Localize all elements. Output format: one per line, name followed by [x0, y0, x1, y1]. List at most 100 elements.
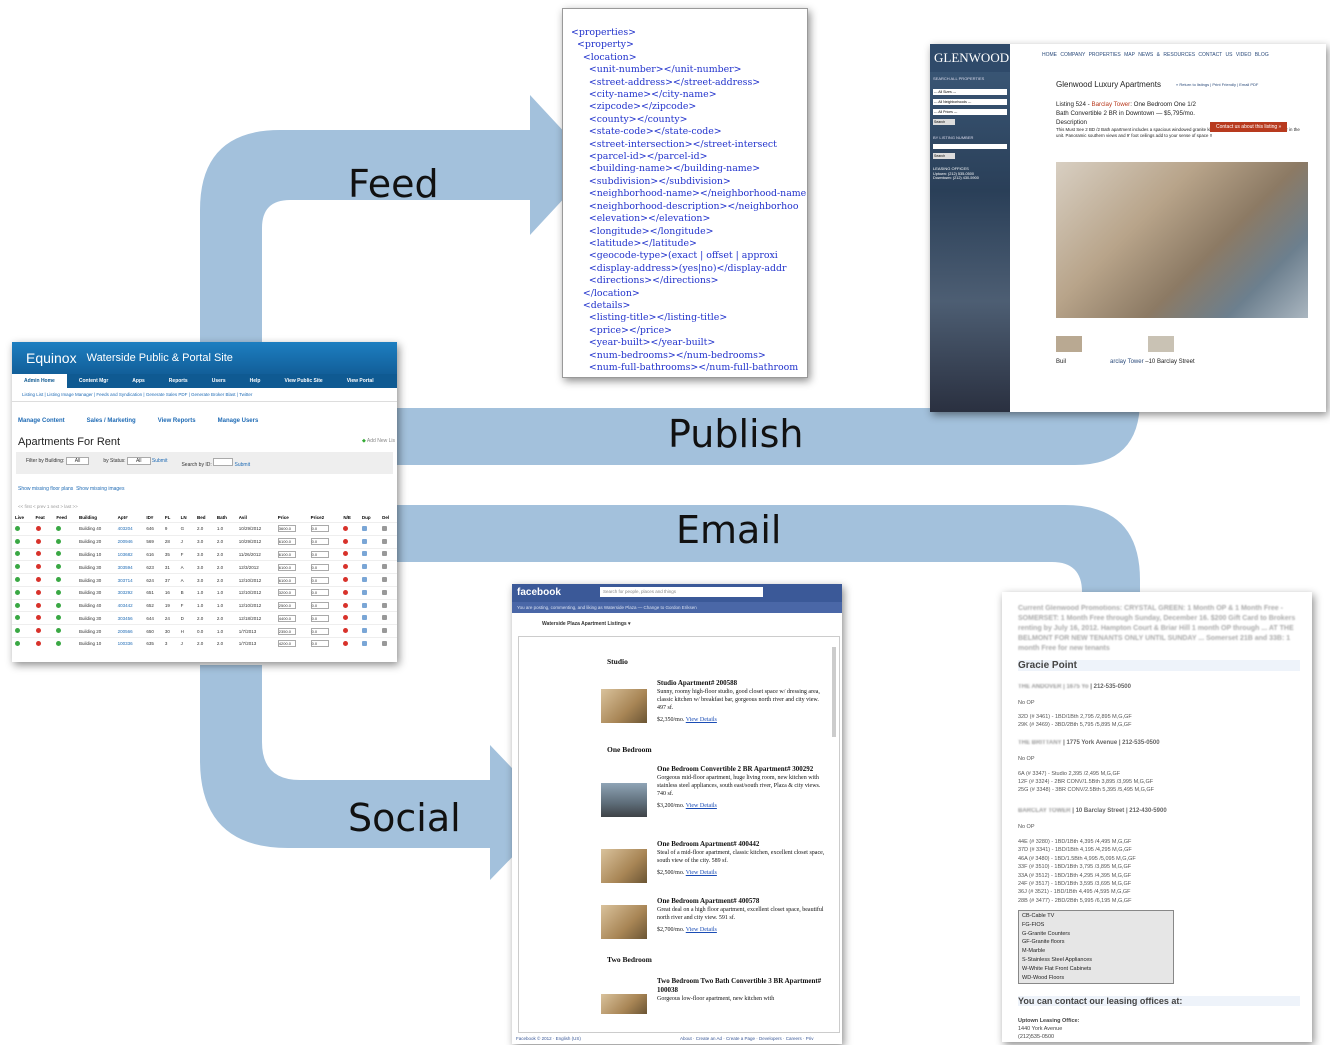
- neighborhoods-select[interactable]: --- All Neighborhoods ---: [933, 99, 1007, 105]
- listing-thumb[interactable]: [601, 994, 647, 1014]
- featured-status-icon[interactable]: [35, 628, 41, 634]
- view-details-link[interactable]: View Details: [685, 870, 717, 876]
- featured-status-icon[interactable]: [35, 640, 41, 646]
- column-header[interactable]: LN: [180, 515, 187, 520]
- feed-status-icon[interactable]: [56, 564, 62, 570]
- unit-link[interactable]: 33F: [1018, 864, 1028, 871]
- prices-select[interactable]: --- All Prices ---: [933, 109, 1007, 115]
- new-exclusive-icon[interactable]: [343, 577, 349, 583]
- apt-number-link[interactable]: 303594: [114, 560, 144, 574]
- live-status-icon[interactable]: [15, 615, 20, 621]
- menu-users[interactable]: Users: [211, 378, 226, 384]
- delete-icon[interactable]: [382, 628, 388, 634]
- live-status-icon[interactable]: [15, 628, 20, 634]
- delete-icon[interactable]: [382, 602, 388, 608]
- price-input[interactable]: 2350.0: [277, 627, 296, 635]
- sizes-select[interactable]: --- All Sizes ---: [933, 89, 1007, 95]
- live-status-icon[interactable]: [15, 577, 20, 583]
- thumbnail-2[interactable]: [1148, 336, 1174, 352]
- delete-icon[interactable]: [382, 640, 388, 646]
- page-selector[interactable]: Waterside Plaza Apartment Listings ▾: [542, 621, 631, 627]
- view-details-link[interactable]: View Details: [685, 927, 717, 933]
- apt-number-link[interactable]: 100336: [114, 637, 144, 650]
- new-exclusive-icon[interactable]: [343, 602, 349, 608]
- duplicate-icon[interactable]: [361, 564, 367, 570]
- menu-reports[interactable]: Reports: [168, 378, 188, 384]
- admin-submenu[interactable]: Listing List | Listing Image Manager | F…: [12, 388, 397, 402]
- search-button[interactable]: Search: [933, 119, 955, 125]
- duplicate-icon[interactable]: [361, 602, 367, 608]
- price2-input[interactable]: 0.0: [310, 602, 329, 610]
- column-header[interactable]: Dup: [361, 515, 371, 520]
- feed-status-icon[interactable]: [56, 640, 62, 646]
- feed-status-icon[interactable]: [56, 589, 62, 595]
- menu-view-portal[interactable]: View Portal: [346, 378, 374, 384]
- building-select[interactable]: All: [65, 457, 90, 465]
- apt-number-link[interactable]: 403442: [114, 598, 144, 612]
- caption-building[interactable]: arclay Tower: [1110, 359, 1144, 365]
- column-header[interactable]: Avil: [238, 515, 247, 520]
- column-header[interactable]: Live: [15, 515, 25, 520]
- new-exclusive-icon[interactable]: [343, 538, 349, 544]
- price-input[interactable]: 4400.0: [277, 614, 296, 622]
- feed-status-icon[interactable]: [56, 602, 62, 608]
- delete-icon[interactable]: [382, 577, 388, 583]
- building-link[interactable]: Barclay Tower: [1091, 101, 1131, 108]
- duplicate-icon[interactable]: [361, 628, 367, 634]
- price2-input[interactable]: 0.0: [310, 614, 329, 622]
- sales-marketing-button[interactable]: Sales / Marketing: [86, 418, 136, 424]
- featured-status-icon[interactable]: [35, 551, 41, 557]
- feed-status-icon[interactable]: [56, 538, 62, 544]
- facebook-search-input[interactable]: Search for people, places and things: [600, 587, 763, 597]
- apt-number-link[interactable]: 403204: [114, 522, 144, 536]
- new-exclusive-icon[interactable]: [343, 615, 349, 621]
- live-status-icon[interactable]: [15, 564, 20, 570]
- menu-apps[interactable]: Apps: [132, 378, 145, 384]
- delete-icon[interactable]: [382, 551, 388, 557]
- new-exclusive-icon[interactable]: [343, 640, 349, 646]
- delete-icon[interactable]: [382, 564, 388, 570]
- duplicate-icon[interactable]: [361, 551, 367, 557]
- price-input[interactable]: 4200.0: [277, 640, 296, 648]
- delete-icon[interactable]: [382, 538, 388, 544]
- price-input[interactable]: 2500.0: [277, 602, 296, 610]
- live-status-icon[interactable]: [15, 525, 20, 531]
- price2-input[interactable]: 0.0: [310, 550, 329, 558]
- search-submit-button[interactable]: Submit: [234, 462, 251, 468]
- column-header[interactable]: Feat: [35, 515, 45, 520]
- column-header[interactable]: ID#: [146, 515, 154, 520]
- duplicate-icon[interactable]: [361, 538, 367, 544]
- live-status-icon[interactable]: [15, 602, 20, 608]
- price2-input[interactable]: 0.0: [310, 589, 329, 597]
- price2-input[interactable]: 0.0: [310, 640, 329, 648]
- view-details-link[interactable]: View Details: [685, 717, 717, 723]
- contact-listing-button[interactable]: Contact us about this listing »: [1210, 122, 1288, 132]
- column-header[interactable]: Bed: [197, 515, 206, 520]
- apt-number-link[interactable]: 303456: [114, 611, 144, 625]
- manage-content-button[interactable]: Manage Content: [18, 418, 65, 424]
- feed-status-icon[interactable]: [56, 577, 62, 583]
- listing-thumb[interactable]: [601, 689, 647, 723]
- menu-admin-home[interactable]: Admin Home: [12, 374, 67, 388]
- column-header[interactable]: FL: [164, 515, 171, 520]
- price-input[interactable]: 6100.0: [277, 576, 296, 584]
- unit-link[interactable]: 29K: [1018, 722, 1028, 728]
- live-status-icon[interactable]: [15, 551, 20, 557]
- live-status-icon[interactable]: [15, 589, 20, 595]
- column-header[interactable]: Feed: [56, 515, 67, 520]
- new-exclusive-icon[interactable]: [343, 628, 349, 634]
- listing-search-button[interactable]: Search: [933, 153, 955, 159]
- thumbnail-1[interactable]: [1056, 336, 1082, 352]
- pager[interactable]: << first < prev 1 next > last >>: [18, 504, 78, 509]
- status-select[interactable]: All: [126, 457, 151, 465]
- featured-status-icon[interactable]: [35, 589, 41, 595]
- apt-number-link[interactable]: 200566: [114, 624, 144, 638]
- listing-actions-links[interactable]: « Return to listings | Print Friendly | …: [1176, 82, 1259, 87]
- featured-status-icon[interactable]: [35, 615, 41, 621]
- new-exclusive-icon[interactable]: [343, 589, 349, 595]
- featured-status-icon[interactable]: [35, 564, 41, 570]
- duplicate-icon[interactable]: [361, 615, 367, 621]
- live-status-icon[interactable]: [15, 640, 20, 646]
- unit-link[interactable]: 25G: [1018, 787, 1029, 793]
- featured-status-icon[interactable]: [35, 525, 41, 531]
